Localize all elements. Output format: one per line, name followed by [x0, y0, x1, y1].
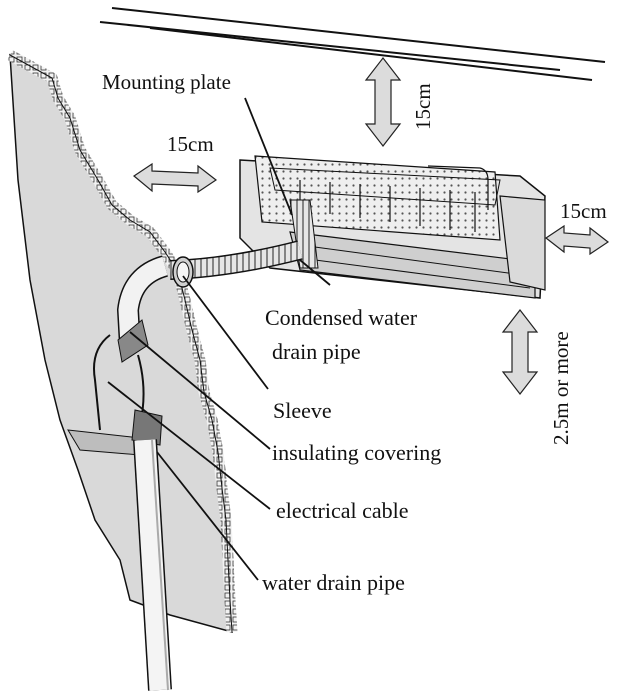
clearance-arrow-left — [132, 162, 218, 194]
label-clearance-right: 15cm — [560, 199, 607, 223]
clearance-arrow-top — [364, 57, 402, 147]
label-mounting-plate: Mounting plate — [102, 70, 231, 94]
label-clearance-top: 15cm — [411, 83, 435, 130]
label-water-drain-pipe: water drain pipe — [262, 570, 405, 595]
ceiling-lines — [99, 7, 606, 81]
clearance-arrow-right — [544, 224, 610, 256]
label-insulating-covering: insulating covering — [272, 440, 441, 465]
label-electrical-cable: electrical cable — [276, 498, 409, 523]
label-sleeve: Sleeve — [273, 398, 332, 423]
label-clearance-floor: 2.5m or more — [549, 331, 573, 445]
label-clearance-left: 15cm — [167, 132, 214, 156]
clearance-arrow-floor — [501, 309, 539, 395]
pipe-bundle — [67, 255, 172, 691]
indoor-unit — [239, 155, 546, 299]
leader-lines — [107, 97, 331, 581]
sleeve — [172, 256, 194, 288]
label-condensed-line2: drain pipe — [272, 339, 361, 364]
label-condensed-line1: Condensed water — [265, 305, 418, 330]
